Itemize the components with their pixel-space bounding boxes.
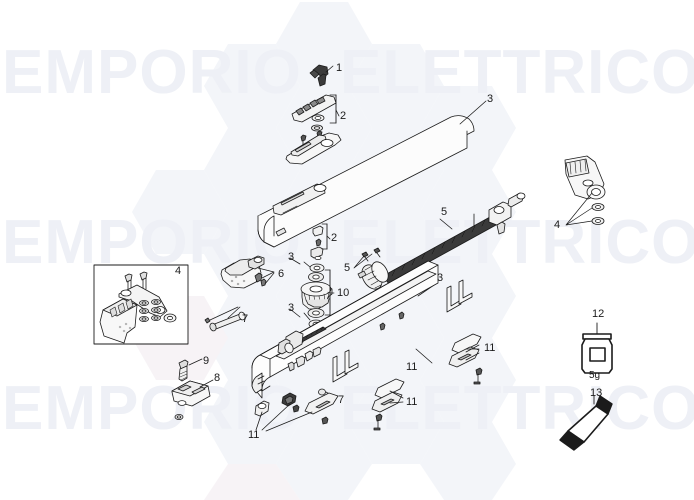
part-4-rear-bracket-kit [564, 155, 606, 226]
part-8-release-lever [171, 379, 214, 420]
callout-number: 3 [288, 302, 295, 314]
callout-number: 10 [337, 287, 350, 299]
callout-number: 11 [484, 342, 496, 354]
callout-number: 11 [406, 361, 418, 373]
grease-jar-weight-label: 5g [589, 370, 601, 381]
callout-number: 1 [336, 62, 343, 74]
callout-number: 3 [487, 93, 494, 105]
callout-number: 3 [288, 251, 295, 263]
callout-number: 2 [331, 232, 338, 244]
callout-number: 9 [203, 355, 210, 367]
part-2-cover-kit-lower [310, 223, 331, 260]
callout-number: 5 [441, 206, 448, 218]
part-4-front-bracket-kit [93, 264, 189, 345]
callout-number: 3 [437, 272, 444, 284]
watermark-text: ELETTRICO [340, 208, 694, 277]
watermark-text: EMPORIO [2, 38, 302, 107]
part-3-outer-tube-cover [257, 100, 487, 248]
callout-number: 6 [278, 268, 285, 280]
callout-number: 7 [242, 313, 249, 325]
part-12-grease-jar [581, 322, 613, 374]
part-9-release-pin [178, 358, 203, 382]
callout-number: 11 [406, 396, 418, 408]
callout-number: 12 [592, 308, 605, 320]
part-1-locking-pin [309, 64, 334, 87]
part-13-grease-tube [559, 395, 613, 451]
part-5-lead-screw [353, 192, 526, 290]
callout-number: 4 [554, 219, 561, 231]
part-6-limit-switch-support [220, 255, 275, 289]
callout-number: 4 [175, 265, 182, 277]
callout-number: 11 [248, 429, 260, 441]
part-11-label-plates [254, 333, 483, 432]
callout-number: 5 [344, 262, 351, 274]
callout-number: 7 [338, 394, 345, 406]
callout-leaders-extra [289, 257, 301, 318]
callout-number: 2 [340, 110, 347, 122]
callout-number: 13 [590, 387, 603, 399]
watermark-text: ELETTRICO [340, 38, 694, 107]
part-7-pivot-pins [204, 306, 337, 399]
callout-number: 8 [214, 372, 221, 384]
watermark-text: EMPORIO [2, 374, 302, 443]
main-chassis-rail [251, 260, 473, 399]
part-2-cover-kit-upper [285, 94, 342, 165]
